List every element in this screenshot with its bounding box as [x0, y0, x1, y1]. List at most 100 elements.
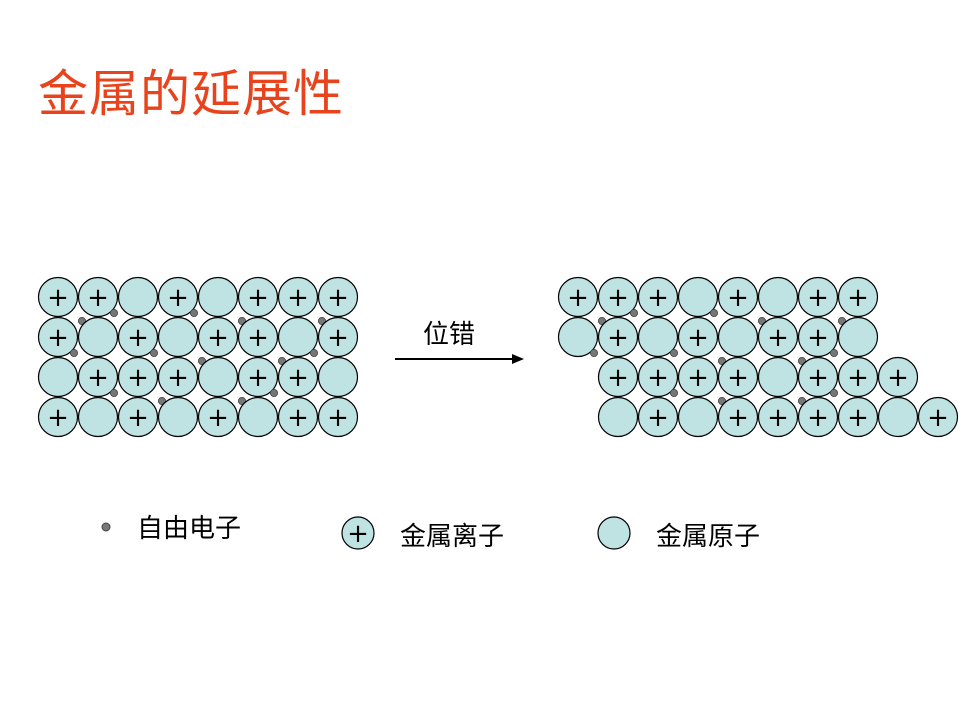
- metal-atom: [757, 356, 799, 398]
- metal-atom: [157, 316, 199, 358]
- ion-plus-sign: +: [327, 283, 349, 313]
- metal-ion: [37, 276, 79, 318]
- ion-plus-sign: +: [287, 403, 309, 433]
- metal-ion: [717, 396, 759, 438]
- free-electron: [630, 308, 639, 317]
- ion-plus-sign: +: [647, 283, 669, 313]
- metal-ion: [317, 316, 359, 358]
- ion-plus-sign: +: [167, 283, 189, 313]
- ion-plus-sign: +: [247, 323, 269, 353]
- ion-plus-sign: +: [807, 323, 829, 353]
- arrow-head: [512, 354, 524, 364]
- metal-ion: [557, 276, 599, 318]
- metal-ion: [37, 316, 79, 358]
- metal-ion: [317, 276, 359, 318]
- free-electron: [830, 348, 839, 357]
- metal-ion: [597, 356, 639, 398]
- metal-ion: [317, 396, 359, 438]
- metal-atom: [197, 276, 239, 318]
- metal-ion: [197, 396, 239, 438]
- metal-atom: [677, 276, 719, 318]
- ion-plus-sign: +: [607, 283, 629, 313]
- free-electron: [189, 308, 198, 317]
- metal-atom: [557, 316, 599, 358]
- ion-plus-sign: +: [167, 363, 189, 393]
- metal-ion: [117, 356, 159, 398]
- free-electron: [830, 388, 839, 397]
- metal-ion: [637, 396, 679, 438]
- free-electron: [710, 308, 719, 317]
- ion-plus-sign: +: [847, 403, 869, 433]
- ion-plus-sign: +: [647, 403, 669, 433]
- free-electron: [269, 388, 278, 397]
- ion-plus-sign: +: [647, 363, 669, 393]
- ion-plus-sign: +: [287, 363, 309, 393]
- ion-plus-sign: +: [807, 283, 829, 313]
- ion-plus-sign: +: [87, 283, 109, 313]
- ion-plus-sign: +: [807, 363, 829, 393]
- ion-plus-sign: +: [567, 283, 589, 313]
- metal-ion: [797, 356, 839, 398]
- dislocation-arrow: 位错: [395, 320, 524, 364]
- legend-atom-label: 金属原子: [656, 522, 760, 552]
- free-electron: [670, 348, 679, 357]
- metal-ion: [757, 316, 799, 358]
- metal-ion: [597, 316, 639, 358]
- ion-plus-sign: +: [207, 323, 229, 353]
- metal-ion: [277, 396, 319, 438]
- metal-ion: [757, 396, 799, 438]
- legend-ion-circle: [341, 516, 375, 550]
- metal-ion: [677, 356, 719, 398]
- ion-plus-sign: +: [127, 323, 149, 353]
- metal-ion: [717, 356, 759, 398]
- metal-ion: [237, 276, 279, 318]
- metal-atom: [317, 356, 359, 398]
- metal-ion: [677, 316, 719, 358]
- legend-ion-label: 金属离子: [400, 522, 504, 552]
- metal-ion: [197, 316, 239, 358]
- metal-atom: [637, 316, 679, 358]
- legend: 自由电子 + 金属离子 金属原子: [101, 514, 760, 552]
- ion-plus-sign: +: [247, 363, 269, 393]
- ion-plus-sign: +: [127, 403, 149, 433]
- ion-plus-sign: +: [767, 403, 789, 433]
- free-electron: [590, 348, 599, 357]
- metal-atom: [597, 396, 639, 438]
- metal-ion: [637, 356, 679, 398]
- free-electron: [110, 308, 119, 317]
- free-electron: [149, 348, 158, 357]
- free-electron: [309, 348, 318, 357]
- metal-ion: [277, 356, 319, 398]
- ion-plus-sign: +: [727, 283, 749, 313]
- metal-ion: [797, 276, 839, 318]
- ion-plus-sign: +: [207, 403, 229, 433]
- ion-plus-sign: +: [327, 323, 349, 353]
- metal-atom: [757, 276, 799, 318]
- legend-atom-circle: [597, 516, 631, 550]
- ion-plus-sign: +: [807, 403, 829, 433]
- legend-electron-dot: [101, 522, 111, 532]
- ion-plus-sign: +: [887, 363, 909, 393]
- ion-plus-sign: +: [847, 363, 869, 393]
- ion-plus-sign: +: [607, 363, 629, 393]
- metal-atom: [877, 396, 919, 438]
- ion-plus-sign: +: [727, 363, 749, 393]
- lattice-before-dislocation: +++++++++++++++++++++: [37, 276, 359, 438]
- legend-ion-plus: +: [347, 519, 369, 549]
- ion-plus-sign: +: [767, 323, 789, 353]
- ion-plus-sign: +: [327, 403, 349, 433]
- metal-ion: [597, 276, 639, 318]
- metal-ion: [157, 276, 199, 318]
- arrow-label: 位错: [423, 320, 475, 350]
- ion-plus-sign: +: [47, 323, 69, 353]
- metal-ion: [837, 356, 879, 398]
- metal-ion: [237, 316, 279, 358]
- metal-ion: [157, 356, 199, 398]
- metal-ion: [797, 396, 839, 438]
- metal-ion: [77, 276, 119, 318]
- metal-ion: [717, 276, 759, 318]
- metal-atom: [837, 316, 879, 358]
- ion-plus-sign: +: [687, 363, 709, 393]
- metal-ion: [837, 396, 879, 438]
